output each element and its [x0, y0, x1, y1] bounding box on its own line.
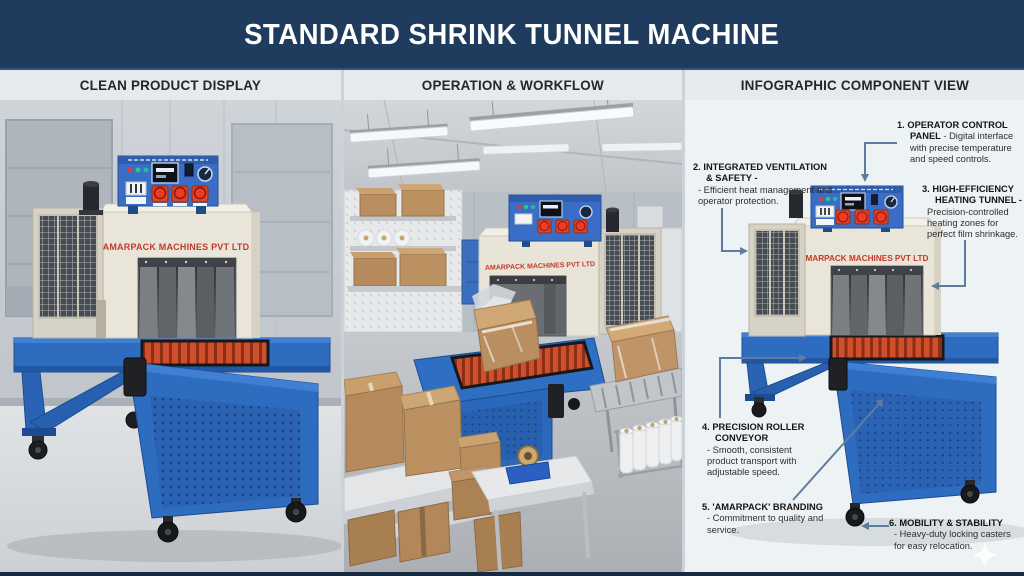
arrowhead-icon — [861, 174, 869, 182]
clean-display-scene: AMARPACK MACHINES PVT LTD — [0, 100, 341, 572]
heating-tunnel-body: AMARPACK MACHINES PVT LTD — [99, 203, 260, 339]
roller-conveyor — [449, 340, 594, 390]
callout-arrow-1 — [864, 142, 897, 174]
brand-text: AMARPACK MACHINES PVT LTD — [103, 242, 250, 252]
callout-arrow-5 — [792, 403, 880, 501]
machine-shadow — [728, 518, 1024, 546]
bottom-border — [0, 572, 1024, 576]
callout-arrow-3 — [939, 240, 966, 287]
indicator-light — [127, 167, 133, 173]
roller-conveyor — [140, 339, 270, 367]
film-roll-cart — [613, 415, 682, 479]
indicator-light — [143, 167, 149, 173]
handle — [123, 357, 147, 397]
panel-clean-product-display: AMARPACK MACHINES PVT LTD — [0, 100, 341, 572]
indicator-light — [135, 167, 141, 173]
sparkle-icon — [973, 543, 997, 567]
divider — [682, 100, 685, 572]
poster-title: STANDARD SHRINK TUNNEL MACHINE — [244, 18, 780, 51]
exit-roller-conveyor — [589, 315, 682, 453]
fluorescent-lights — [349, 100, 682, 179]
packing-tables-foreground — [344, 371, 594, 572]
arrowhead-icon — [861, 522, 869, 530]
ventilation-mesh-housing — [32, 207, 106, 339]
operator-control-panel — [810, 185, 904, 232]
divider — [341, 70, 344, 100]
operator-control-panel — [508, 194, 602, 247]
exhaust-stack — [79, 181, 103, 215]
red-push-buttons — [835, 209, 889, 225]
arrowhead-icon — [799, 354, 807, 362]
conveyor-bed — [13, 337, 331, 373]
panel-label-band: CLEAN PRODUCT DISPLAY OPERATION & WORKFL… — [0, 70, 1024, 100]
mid-shelf-boxes — [350, 248, 447, 287]
red-push-buttons — [151, 185, 209, 206]
shrink-tunnel-machine-diagram: AMARPACK MACHINES PVT LTD — [741, 185, 999, 527]
exhaust-stack — [789, 189, 803, 218]
infographic-scene: AMARPACK MACHINES PVT LTD — [685, 100, 1024, 572]
shrink-film-rolls — [619, 415, 682, 474]
toggle-switch — [871, 194, 878, 205]
digital-display — [840, 192, 866, 211]
panel-label-operation: OPERATION & WORKFLOW — [344, 70, 682, 100]
left-leg-frame — [745, 362, 837, 418]
arrowhead-icon — [740, 247, 748, 255]
film-rolls-shelf — [357, 229, 411, 247]
base-cabinet — [828, 357, 997, 527]
shrink-wrapped-box — [605, 315, 679, 383]
pegboard-and-shelves — [344, 184, 470, 333]
divider — [341, 100, 344, 572]
annotation-heating-tunnel: 3. HIGH-EFFICIENCY HEATING TUNNEL - Prec… — [922, 184, 1022, 240]
tunnel-opening — [137, 257, 237, 339]
callout-arrow-4 — [719, 357, 799, 418]
annotation-ventilation-safety: 2. INTEGRATED VENTILATION & SAFETY - - E… — [693, 162, 833, 206]
brand-text: AMARPACK MACHINES PVT LTD — [800, 254, 929, 263]
divider — [682, 70, 685, 100]
ventilation-mesh-housing — [748, 223, 806, 337]
brand-text: AMARPACK MACHINES PVT LTD — [485, 261, 595, 272]
annotation-amarpack-branding: 5. 'AMARPACK' BRANDING - Commitment to q… — [702, 502, 824, 535]
callout-arrows — [719, 142, 966, 530]
panel-label-clean-display: CLEAN PRODUCT DISPLAY — [0, 70, 341, 100]
heating-tunnel-body: AMARPACK MACHINES PVT LTD — [792, 217, 941, 336]
shelf-boxes — [356, 184, 445, 217]
annotation-roller-conveyor: 4. PRECISION ROLLER CONVEYOR - Smooth, c… — [702, 422, 805, 478]
annotation-mobility-stability: 6. MOBILITY & STABILITY - Heavy-duty loc… — [889, 518, 1011, 551]
handle — [828, 357, 848, 391]
ventilation-mesh-housing — [598, 227, 662, 335]
arrowhead-icon — [875, 399, 883, 408]
callout-arrow-2 — [721, 208, 740, 252]
operator-control-panel — [117, 155, 219, 214]
tunnel-opening — [830, 265, 924, 336]
tape-dispenser — [505, 445, 551, 485]
film-wrapped-box-entering — [472, 284, 541, 373]
panel-infographic-view: AMARPACK MACHINES PVT LTD — [685, 100, 1024, 572]
small-table-with-tape — [471, 445, 594, 571]
caster-wheel — [751, 402, 767, 418]
shrink-tunnel-machine-clean: AMARPACK MACHINES PVT LTD — [13, 155, 331, 543]
arrowhead-icon — [931, 282, 939, 290]
base-cabinet — [123, 357, 319, 543]
operation-scene: AMARPACK MACHINES PVT LTD — [344, 100, 682, 572]
exhaust-stack — [606, 207, 619, 232]
panel-row: AMARPACK MACHINES PVT LTD — [0, 100, 1024, 572]
control-dial — [579, 205, 593, 219]
panel-label-infographic: INFOGRAPHIC COMPONENT VIEW — [685, 70, 1024, 100]
wall-control-box — [636, 205, 664, 229]
digital-display — [539, 200, 563, 218]
handle — [548, 384, 564, 418]
roller-conveyor — [829, 334, 945, 361]
toggle-switch — [184, 163, 194, 177]
panel-operation-workflow: AMARPACK MACHINES PVT LTD — [344, 100, 682, 572]
cardboard-boxes — [344, 371, 502, 521]
red-push-buttons — [537, 219, 588, 234]
title-bar: STANDARD SHRINK TUNNEL MACHINE — [0, 0, 1024, 70]
digital-display — [151, 162, 179, 184]
caster-wheel — [568, 398, 580, 410]
annotation-operator-control-panel: 1. OPERATOR CONTROL PANEL - Digital inte… — [897, 120, 1014, 164]
